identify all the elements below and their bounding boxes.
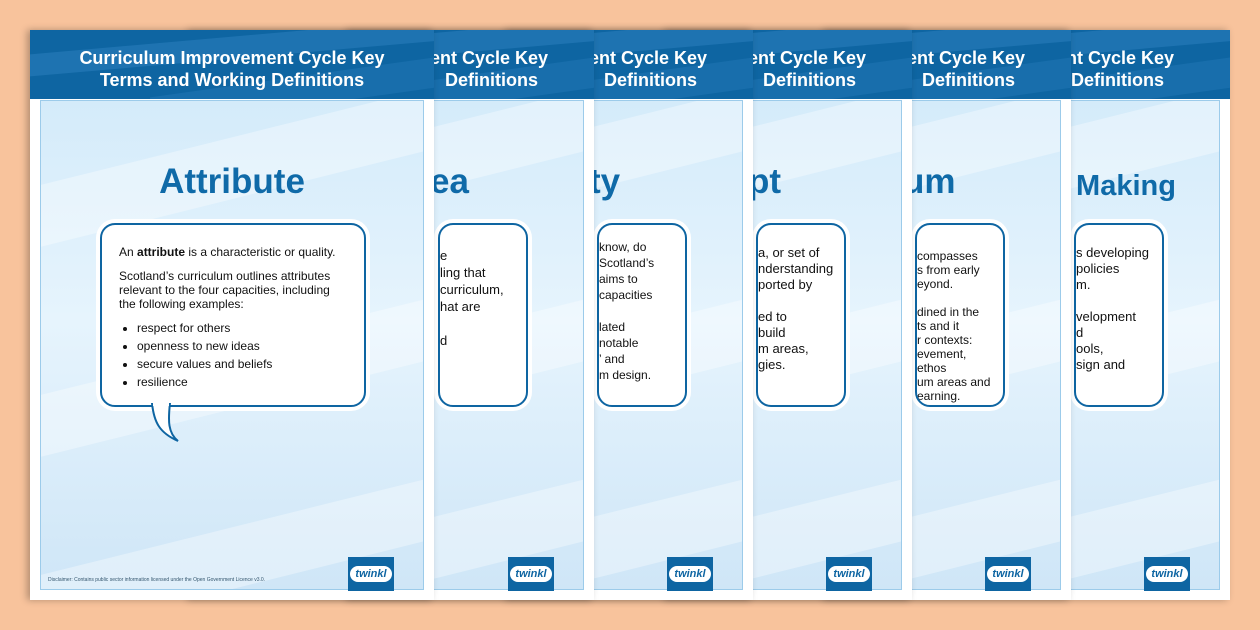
list-item: secure values and beliefs (137, 357, 348, 371)
term-heading: ty (589, 162, 621, 201)
definition-line: curriculum, (440, 282, 504, 297)
definition-line: ’ and (599, 352, 625, 366)
card-title: ent Cycle Key Definitions (589, 48, 708, 90)
definition-line: dined in the (917, 305, 980, 319)
definition-line: Scotland’s (599, 256, 655, 270)
definition-line: evement, ethos (917, 347, 967, 375)
list-item: resilience (137, 375, 348, 389)
definition-lead: Scotland’s curriculum outlines attribute… (119, 269, 331, 311)
card-title: Curriculum Improvement Cycle Key Terms a… (79, 48, 385, 90)
term-heading: pt (748, 162, 782, 201)
term-heading: Attribute (159, 162, 305, 201)
definition-line: s from early (917, 263, 980, 277)
term-heading: Making (1076, 170, 1176, 202)
card-title: ent Cycle Key Definitions (748, 48, 867, 90)
card-title: ent Cycle Key Definitions (430, 48, 549, 90)
twinkl-logo: twinkl (1144, 557, 1190, 591)
definition-line: e (440, 248, 448, 263)
definition-line: notable (599, 336, 639, 350)
definition-line: lated (599, 320, 626, 334)
definition-line: r contexts: (917, 333, 973, 347)
definition-line: ling that (440, 265, 486, 280)
definition-line: s developing (1076, 245, 1149, 260)
twinkl-logo: twinkl (508, 557, 554, 591)
definition-line: velopment (1076, 309, 1136, 324)
definition-line: m. (1076, 277, 1091, 292)
card-title: ent Cycle Key Definitions (1056, 48, 1175, 90)
definition-line: m design. (599, 368, 652, 382)
term-heading: ea (430, 162, 469, 201)
definition-line: eyond. (917, 277, 954, 291)
definition-bubble: e ling that curriculum, hat are d (438, 223, 528, 407)
speech-bubble-tail (150, 403, 179, 442)
definition-line: compasses (917, 249, 978, 263)
list-item: openness to new ideas (137, 339, 348, 353)
definition-line (758, 293, 838, 309)
disclaimer-text: Disclaimer: Contains public sector infor… (48, 577, 266, 583)
twinkl-logo: twinkl (985, 557, 1031, 591)
twinkl-logo: twinkl (348, 557, 394, 591)
term-heading: um (903, 162, 956, 201)
definition-line: nderstanding (758, 261, 834, 276)
definition-line (440, 315, 520, 332)
definition-intro: An attribute is a characteristic or qual… (119, 245, 336, 259)
list-item: respect for others (137, 321, 348, 335)
definition-line: ed to (758, 309, 787, 324)
definition-line: ools, (1076, 341, 1104, 356)
definition-line: d (440, 333, 448, 348)
twinkl-logo: twinkl (667, 557, 713, 591)
definition-line (599, 303, 679, 319)
definition-lines: e ling that curriculum, hat are d (440, 247, 520, 349)
definition-line: hat are (440, 299, 481, 314)
card-title: ent Cycle Key Definitions (907, 48, 1026, 90)
definition-line: a, or set of (758, 245, 820, 260)
definition-line: aims to (599, 272, 638, 286)
definition-line (1076, 293, 1154, 309)
definition-line: m areas, (758, 341, 809, 356)
poster-card-1: Curriculum Improvement Cycle Key Terms a… (30, 30, 434, 600)
definition-bubble: An attribute is a characteristic or qual… (100, 223, 366, 407)
definition-line: capacities (599, 288, 653, 302)
definition-line: earning. (917, 389, 961, 403)
definition-line: ts and it (917, 319, 960, 333)
definition-line: policies (1076, 261, 1120, 276)
definition-line: um areas and (917, 375, 991, 389)
header-band (30, 30, 434, 99)
definition-line (917, 291, 997, 305)
example-list: respect for others openness to new ideas… (119, 321, 348, 389)
definition-bubble: know, do Scotland’s aims to capacities late… (597, 223, 687, 407)
definition-line: sign and (1076, 357, 1126, 372)
twinkl-logo: twinkl (826, 557, 872, 591)
definition-line: build (758, 325, 786, 340)
definition-line: gies. (758, 357, 786, 372)
definition-lines: know, do Scotland’s aims to capacities late… (599, 239, 679, 383)
definition-line: know, do (599, 240, 647, 254)
definition-line: d (1076, 325, 1084, 340)
definition-line: ported by (758, 277, 813, 292)
